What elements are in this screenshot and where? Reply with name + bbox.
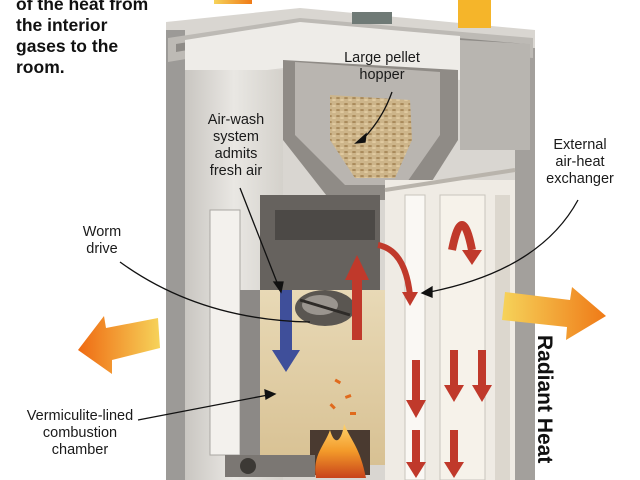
- caption-line: room.: [16, 57, 65, 77]
- label-airwash: Air-wash system admits fresh air: [196, 112, 276, 180]
- convection-arrow-icon: [377, 242, 413, 296]
- heat-out-arrow-icon: [214, 0, 252, 4]
- label-line: External: [553, 137, 607, 153]
- radiant-heat-text: Radiant Heat: [533, 335, 556, 464]
- label-line: Vermiculite-lined: [26, 408, 134, 424]
- label-line: Large pellet: [344, 50, 420, 66]
- label-line: exchanger: [546, 171, 614, 187]
- convection-arrow-icon: [406, 360, 426, 418]
- label-line: air-heat: [555, 154, 605, 170]
- pellet-hopper: [283, 60, 458, 200]
- label-line: admits: [214, 146, 258, 162]
- hot-air-arrows: [345, 221, 492, 478]
- label-line: Air-wash: [207, 112, 265, 128]
- label-line: system: [213, 129, 259, 145]
- worm-drive: [295, 290, 355, 326]
- combustion-chamber: [225, 195, 385, 478]
- caption-line: the interior: [16, 15, 108, 35]
- heat-out-arrow-icon: [458, 0, 491, 28]
- label-worm-drive: Worm drive: [74, 224, 130, 258]
- label-combustion-chamber: Vermiculite-lined combustion chamber: [16, 408, 144, 459]
- heat-caption: of the heat from the interior gases to t…: [16, 0, 148, 78]
- fire-icon: [315, 424, 366, 478]
- convection-arrow-icon: [444, 430, 464, 478]
- label-line: chamber: [51, 442, 109, 458]
- label-line: fresh air: [209, 163, 263, 179]
- convection-arrow-icon: [448, 221, 476, 251]
- caption-line: gases to the: [16, 36, 119, 56]
- convection-arrow-icon: [345, 255, 369, 340]
- convection-arrow-icon: [406, 430, 426, 478]
- leader-lines: [119, 91, 579, 421]
- control-display: [352, 12, 392, 24]
- label-external-exchanger: External air-heat exchanger: [535, 137, 625, 188]
- convection-arrow-icon: [272, 290, 300, 372]
- falling-pellets: [329, 378, 356, 415]
- convection-arrow-icon: [472, 350, 492, 402]
- label-line: drive: [86, 241, 118, 257]
- label-radiant-heat: Radiant Heat: [533, 335, 559, 475]
- label-hopper: Large pellet hopper: [334, 50, 430, 84]
- label-line: combustion: [42, 425, 118, 441]
- fresh-air-arrow: [272, 290, 300, 372]
- caption-line: of the heat from: [16, 0, 149, 14]
- heat-out-arrow-icon: [78, 316, 160, 374]
- label-line: hopper: [359, 67, 405, 83]
- label-line: Worm: [82, 224, 122, 240]
- convection-arrow-icon: [444, 350, 464, 402]
- heat-out-arrow-icon: [502, 287, 606, 340]
- pellets: [330, 95, 412, 178]
